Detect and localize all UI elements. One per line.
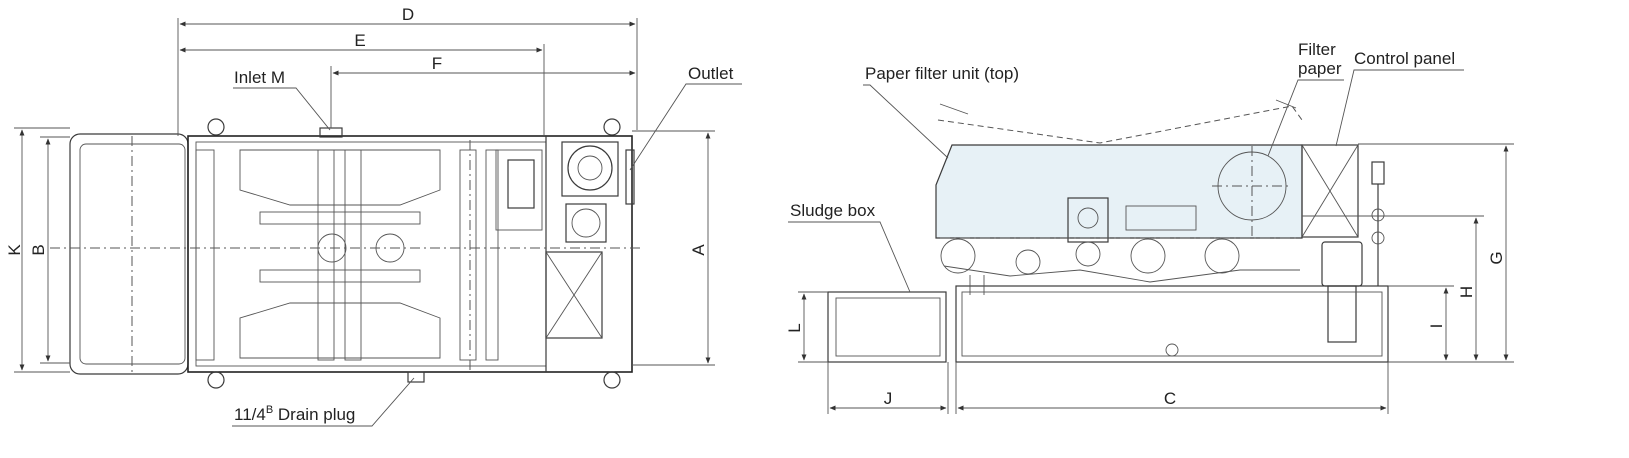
filter-paper-label-line2: paper — [1298, 59, 1342, 78]
inlet-label: Inlet M — [234, 68, 285, 87]
guide-bar — [259, 211, 421, 225]
control-panel-leader — [1335, 69, 1464, 147]
dim-label-g: G — [1487, 251, 1506, 264]
drain-port — [1165, 343, 1179, 357]
handle — [939, 103, 969, 115]
motor-base — [495, 149, 543, 231]
dim-label-i: I — [1427, 324, 1446, 329]
pump-base — [561, 141, 619, 197]
dim-label-a: A — [689, 244, 708, 256]
roller — [485, 149, 499, 361]
strainer — [565, 203, 607, 243]
outlet-label: Outlet — [688, 64, 734, 83]
paper-filter-unit-label: Paper filter unit (top) — [865, 64, 1019, 83]
control-panel-label: Control panel — [1354, 49, 1455, 68]
dim-label-f: F — [432, 54, 442, 73]
foot — [603, 371, 621, 389]
sludge-box — [827, 291, 947, 363]
inlet-leader — [233, 87, 331, 131]
guide-lower — [239, 302, 441, 359]
main-body-inner — [195, 141, 547, 367]
pump — [567, 145, 613, 191]
dim-label-c: C — [1164, 389, 1176, 408]
roller — [1204, 238, 1240, 274]
clean-tank — [955, 285, 1389, 363]
foot — [603, 118, 621, 136]
foot — [207, 118, 225, 136]
sludge-box-label: Sludge box — [790, 201, 876, 220]
dim-label-b: B — [29, 244, 48, 255]
drain-stub — [407, 371, 425, 383]
dim-label-k: K — [5, 244, 24, 256]
side-view: G H I L J C Paper filter unit (top) Filt… — [785, 40, 1514, 414]
roller — [317, 149, 335, 361]
dim-label-e: E — [354, 31, 365, 50]
roller — [1075, 241, 1101, 267]
control-panel-cross — [1301, 144, 1359, 238]
sludge-box-leader — [788, 221, 911, 293]
main-body — [187, 135, 633, 373]
sludge-box-inner — [835, 297, 941, 357]
paper-filter-unit — [935, 144, 1303, 239]
filter-paper-leader — [1267, 79, 1344, 157]
drain-plug-leader — [232, 377, 415, 427]
pump-inner — [577, 155, 603, 181]
paper-unit-swing-outline — [937, 105, 1303, 144]
pump-body — [1327, 285, 1357, 343]
control-box-cross — [545, 251, 603, 339]
paper-filter-unit-leader — [863, 84, 949, 159]
roller — [195, 149, 215, 361]
roller — [344, 149, 362, 361]
foot — [207, 371, 225, 389]
pump-motor — [1321, 241, 1363, 287]
roller — [1130, 238, 1166, 274]
valve — [1371, 161, 1385, 185]
motor — [507, 159, 535, 209]
pipe-fitting — [1371, 231, 1385, 245]
roller — [940, 238, 976, 274]
guide-upper — [239, 149, 441, 206]
handle — [1275, 99, 1297, 109]
outlet-leader — [629, 83, 742, 171]
pipe-fitting — [1371, 208, 1385, 222]
drive-gear — [1077, 207, 1099, 229]
control-panel — [1301, 144, 1359, 238]
dim-label-j: J — [884, 389, 893, 408]
roller — [1015, 249, 1041, 275]
dim-label-h: H — [1457, 286, 1476, 298]
strainer-circle — [571, 208, 601, 238]
filter-paper-label-line1: Filter — [1298, 40, 1336, 59]
sludge-tray-outline — [69, 133, 189, 375]
top-view: D E F K B A Inlet M Outlet 11/4B Drain p… — [5, 5, 742, 427]
dim-label-l: L — [785, 323, 804, 332]
clean-tank-inner — [961, 291, 1383, 357]
outlet-pipe — [625, 149, 635, 205]
control-box — [545, 251, 603, 339]
roller — [459, 149, 477, 361]
filter-belt — [943, 265, 1300, 283]
drive-arm — [1125, 205, 1197, 231]
dim-label-d: D — [402, 5, 414, 24]
guide-bar — [259, 269, 421, 283]
drain-plug-label: 11/4B Drain plug — [234, 404, 355, 424]
